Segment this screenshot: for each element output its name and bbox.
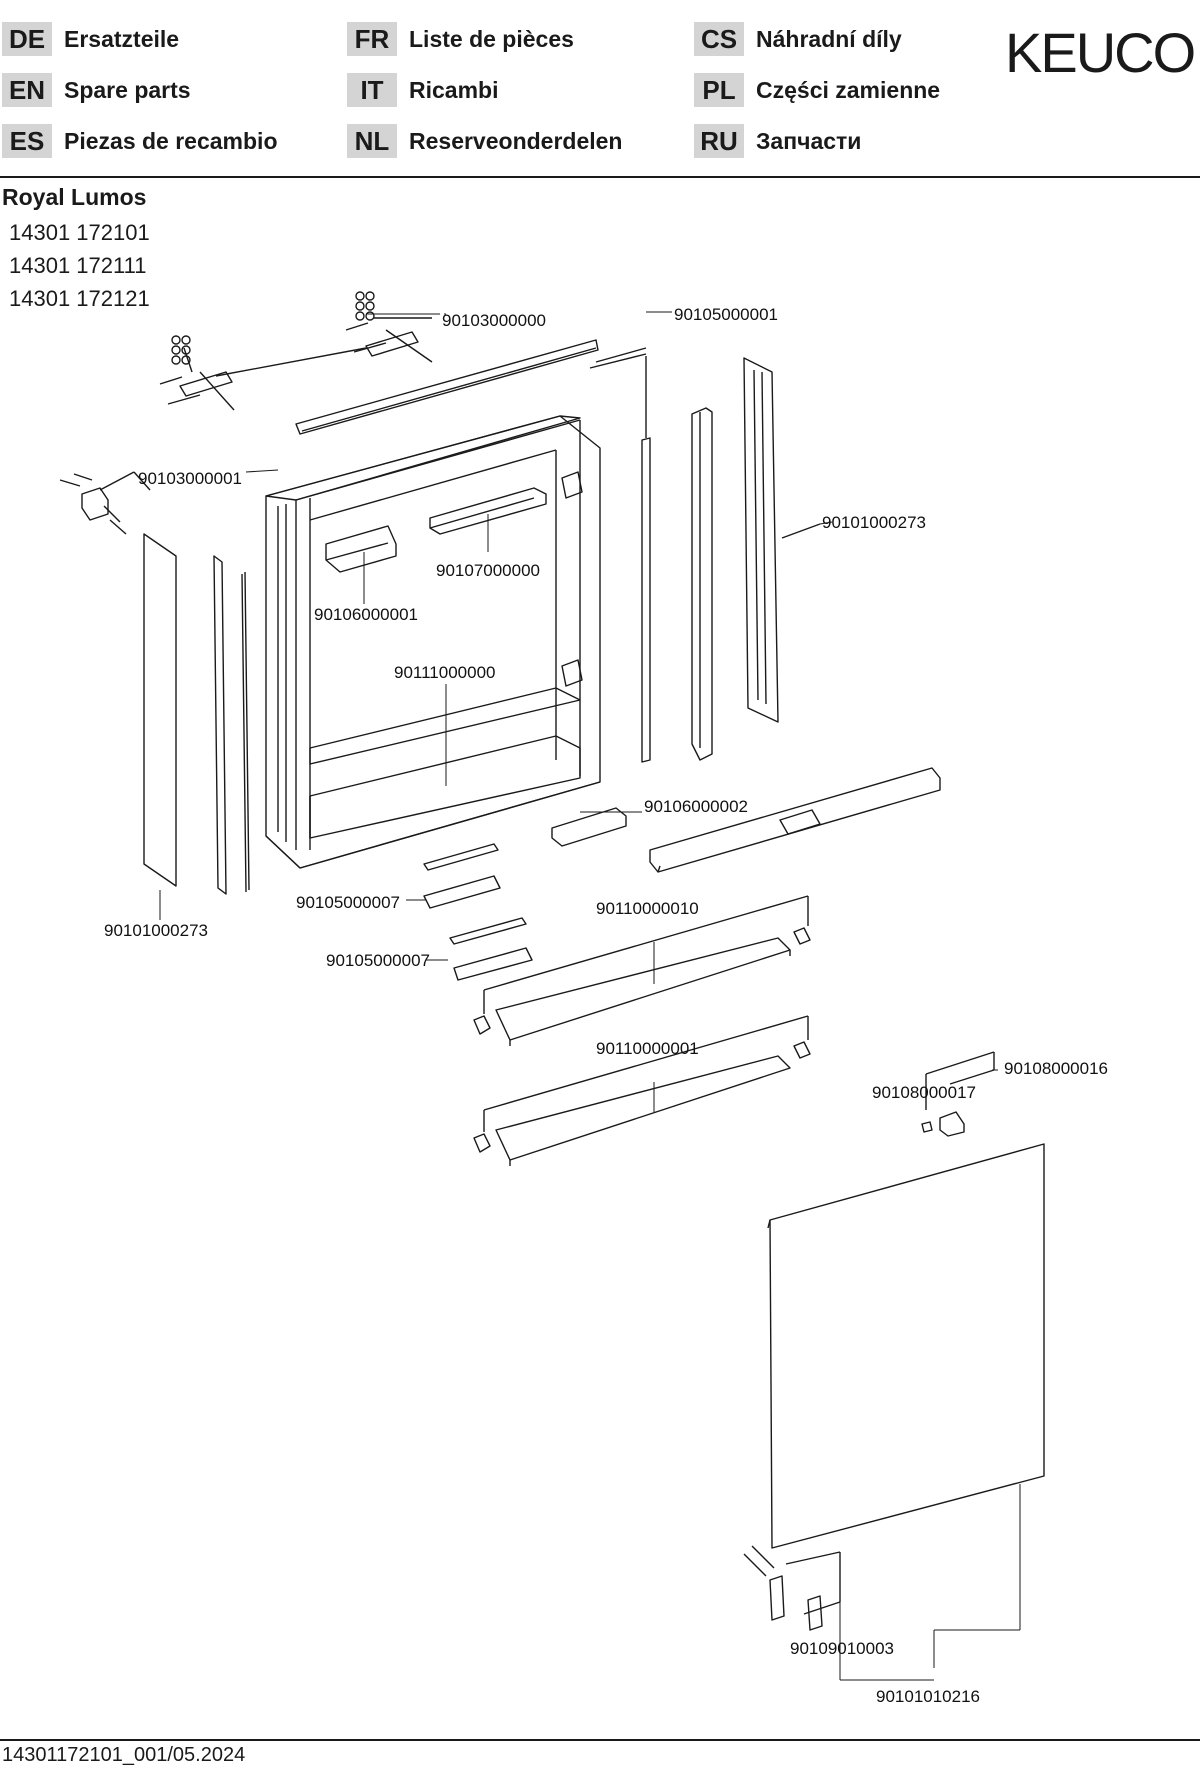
lang-row-es: ES Piezas de recambio xyxy=(2,124,278,158)
lang-row-it: IT Ricambi xyxy=(347,73,498,107)
lang-code: EN xyxy=(2,73,52,107)
lang-label: Запчасти xyxy=(756,127,862,154)
connection-box-lower xyxy=(551,807,627,847)
door-clip-parts xyxy=(921,1051,995,1137)
part-label: 90101000273 xyxy=(104,921,208,940)
part-label: 90111000000 xyxy=(394,663,495,682)
top-mounting-bracket-left xyxy=(159,335,235,411)
part-label: 90105000001 xyxy=(674,305,778,324)
part-label: 90103000001 xyxy=(138,469,242,488)
document-id: 14301172101_001/05.2024 xyxy=(2,1744,246,1766)
part-label: 90106000001 xyxy=(314,605,418,624)
lang-label: Ersatzteile xyxy=(64,25,180,52)
lang-row-cs: CS Náhradní díly xyxy=(694,22,902,56)
part-label: 90101010216 xyxy=(876,1687,980,1706)
part-label: 90108000016 xyxy=(1004,1059,1108,1078)
cabinet-body xyxy=(265,415,601,869)
part-label: 90108000017 xyxy=(872,1083,976,1102)
lang-code: FR xyxy=(347,22,397,56)
lang-label: Reserveonderdelen xyxy=(409,127,623,154)
led-clip-strip-upper xyxy=(423,843,501,909)
lang-row-fr: FR Liste de pièces xyxy=(347,22,574,56)
door-hinge-parts xyxy=(743,1545,841,1631)
top-mounting-bracket-right xyxy=(215,291,433,377)
lang-label: Części zamienne xyxy=(756,76,941,103)
lang-code: IT xyxy=(347,73,397,107)
lang-row-de: DE Ersatzteile xyxy=(2,22,179,56)
right-side-profile-rail xyxy=(691,407,713,761)
lang-label: Náhradní díly xyxy=(756,25,902,52)
lang-code: CS xyxy=(694,22,744,56)
part-label: 90101000273 xyxy=(822,513,926,532)
part-label: 90106000002 xyxy=(644,797,748,816)
led-clip-strip-lower xyxy=(449,917,533,981)
lang-code: NL xyxy=(347,124,397,158)
lang-row-ru: RU Запчасти xyxy=(694,124,861,158)
lang-label: Piezas de recambio xyxy=(64,127,278,154)
part-label: 90105000007 xyxy=(296,893,400,912)
lang-code: RU xyxy=(694,124,744,158)
shelf-supports xyxy=(473,895,811,1153)
light-housing-top xyxy=(429,487,547,535)
keuco-logo: KEUCO xyxy=(1005,21,1196,84)
footer-divider xyxy=(0,1739,1200,1741)
header-divider xyxy=(0,176,1200,178)
vertical-led-strip xyxy=(589,353,651,763)
glass-shelf-upper xyxy=(495,937,791,1046)
lang-code: PL xyxy=(694,73,744,107)
bottom-light-bar xyxy=(649,767,941,873)
glass-shelf-lower xyxy=(495,1055,791,1166)
lang-label: Spare parts xyxy=(64,76,191,103)
lang-row-pl: PL Części zamienne xyxy=(694,73,940,107)
hinge-bracket-left xyxy=(59,471,151,535)
lang-label: Liste de pièces xyxy=(409,25,574,52)
part-label: 90107000000 xyxy=(436,561,540,580)
top-trim-strip xyxy=(295,339,647,435)
lang-code: DE xyxy=(2,22,52,56)
lang-code: ES xyxy=(2,124,52,158)
part-label: 90110000010 xyxy=(596,899,699,918)
part-label: 90110000001 xyxy=(596,1039,699,1058)
right-side-mirror-panel xyxy=(743,357,821,723)
lang-label: Ricambi xyxy=(409,76,499,103)
model-number: 14301 172121 xyxy=(9,286,150,311)
model-number: 14301 172111 xyxy=(9,253,147,278)
part-label: 90109010003 xyxy=(790,1639,894,1658)
left-side-mirror-panel xyxy=(143,533,250,895)
product-name: Royal Lumos xyxy=(2,184,147,210)
lang-row-en: EN Spare parts xyxy=(2,73,191,107)
cabinet-hinges xyxy=(561,471,583,687)
leader-lines xyxy=(159,311,1021,1681)
model-number: 14301 172101 xyxy=(9,220,150,245)
part-label: 90103000000 xyxy=(442,311,546,330)
part-label: 90105000007 xyxy=(326,951,430,970)
connection-box xyxy=(325,525,397,573)
lang-row-nl: NL Reserveonderdelen xyxy=(347,124,622,158)
mirror-door xyxy=(767,1143,1045,1549)
